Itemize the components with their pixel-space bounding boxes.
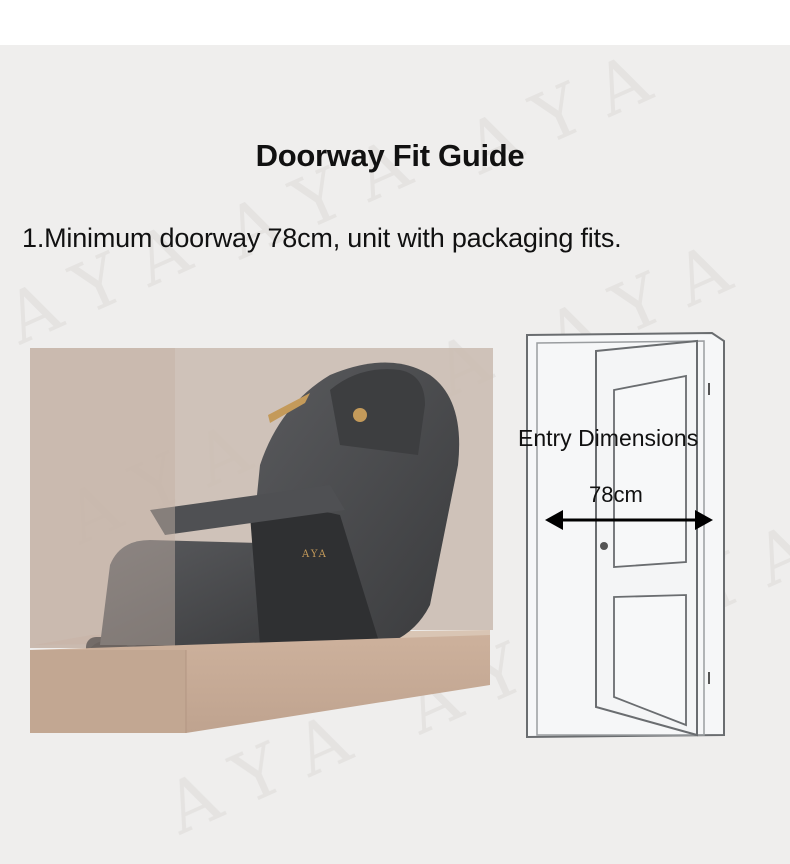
door-illustration bbox=[526, 331, 725, 739]
page-title: Doorway Fit Guide bbox=[255, 138, 525, 173]
doorway-width-value: 78cm bbox=[589, 482, 643, 507]
chair-logo: AYA bbox=[301, 549, 328, 560]
door-knob-icon bbox=[600, 542, 608, 550]
packaging-box-front bbox=[30, 348, 175, 648]
entry-dimensions-label: Entry Dimensions bbox=[518, 425, 699, 451]
fit-illustration: AYA bbox=[30, 331, 725, 739]
chair-emblem bbox=[353, 408, 367, 422]
doorway-requirement-text: 1.Minimum doorway 78cm, unit with packag… bbox=[22, 223, 622, 253]
width-arrow-icon bbox=[545, 510, 713, 530]
door-panel-upper bbox=[613, 374, 687, 568]
door-panel-lower bbox=[613, 594, 687, 727]
packaged-massage-chair: AYA bbox=[30, 348, 493, 733]
guide-panel: A Y A A Y A A Y A A Y A A Y A A Y A A Y … bbox=[0, 45, 790, 864]
